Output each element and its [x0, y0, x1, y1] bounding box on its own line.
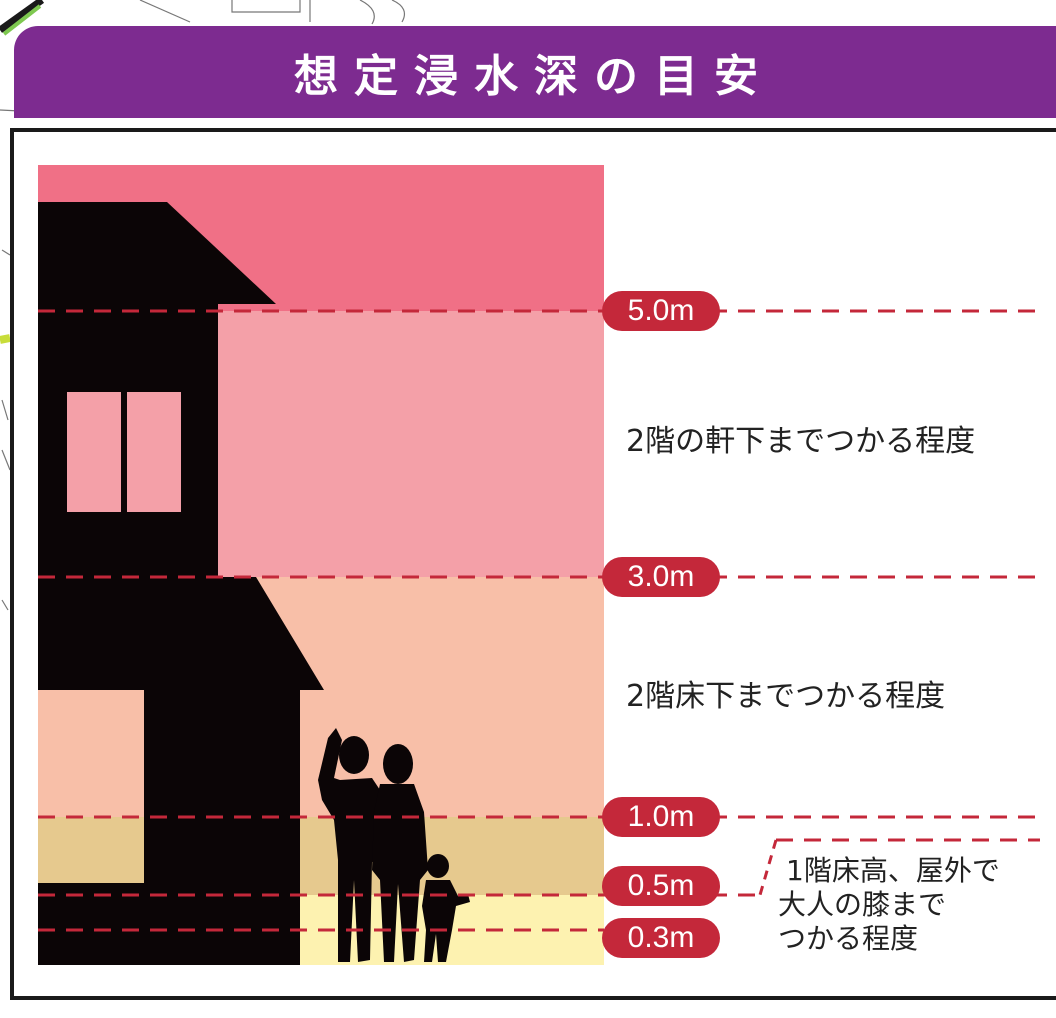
line-bracket-diag [758, 839, 778, 896]
description-05-to-1m-line2: 大人の膝まで [778, 888, 947, 921]
description-1-to-3m: 2階床下までつかる程度 [626, 679, 946, 714]
page-title: 想定浸水深の目安 [14, 26, 1056, 118]
description-05-to-1m-line1: 1階床高、屋外で [786, 854, 1000, 887]
description-05-to-1m-line3: つかる程度 [778, 922, 919, 955]
lower-window-top [38, 690, 144, 817]
depth-label-5m: 5.0m [602, 291, 720, 331]
depth-label-3m: 3.0m [602, 557, 720, 597]
description-3-to-5m: 2階の軒下までつかる程度 [626, 424, 976, 459]
lower-window-bottom [38, 817, 144, 883]
child-silhouette [422, 854, 470, 962]
adult-man-silhouette [318, 728, 384, 962]
depth-label-03m: 0.3m [602, 918, 720, 958]
upper-window-right [127, 392, 181, 512]
adult-woman-silhouette [372, 744, 428, 962]
depth-label-1m: 1.0m [602, 797, 720, 837]
depth-label-05m: 0.5m [602, 866, 720, 906]
upper-window-left [67, 392, 121, 512]
